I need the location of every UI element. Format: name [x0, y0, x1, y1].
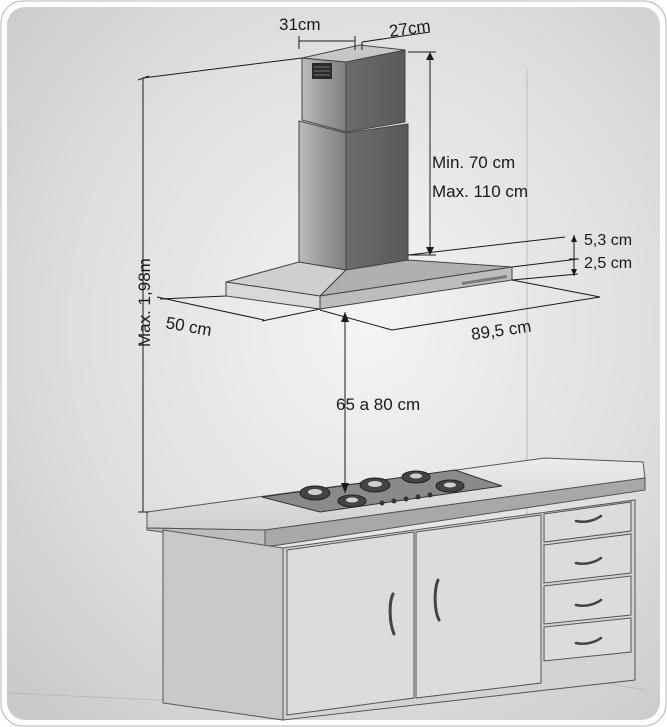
cabinet-door-left — [286, 531, 415, 716]
cabinet-side-panel — [162, 529, 284, 721]
hood-edge-label: 2,5 cm — [584, 255, 632, 272]
range-hood — [225, 44, 513, 310]
knob-icon — [379, 492, 433, 506]
drawer-handle-4 — [574, 636, 603, 646]
cabinet-door-right — [415, 514, 542, 699]
dimension-lines — [137, 31, 601, 513]
drawer-handle-1 — [574, 514, 603, 524]
lower-chimney-side — [345, 123, 409, 271]
hood-thickness-label: 5,3 cm — [584, 232, 632, 249]
chimney-width-label: 31cm — [279, 15, 321, 34]
vent-grille-icon — [312, 63, 332, 79]
kitchen-cabinet — [146, 457, 646, 721]
hob-distance-label: 65 a 80 cm — [336, 395, 420, 414]
chimney-height-max-label: Max. 110 cm — [432, 182, 528, 201]
total-height-label: Max. 1,98m — [135, 258, 154, 347]
drawer-2 — [543, 533, 632, 584]
chimney-height-min-label: Min. 70 cm — [432, 153, 515, 172]
dimension-arrows — [341, 52, 577, 493]
door-handle-right — [433, 578, 441, 622]
lower-chimney-front — [298, 120, 347, 271]
drawer-4 — [543, 617, 632, 662]
hood-control-strip — [462, 275, 507, 285]
drawer-3 — [543, 575, 632, 625]
gas-cooktop — [261, 469, 503, 513]
drawer-handle-3 — [574, 598, 603, 608]
door-handle-left — [388, 592, 396, 636]
upper-chimney-side — [345, 49, 406, 133]
drawer-handle-2 — [574, 556, 603, 566]
